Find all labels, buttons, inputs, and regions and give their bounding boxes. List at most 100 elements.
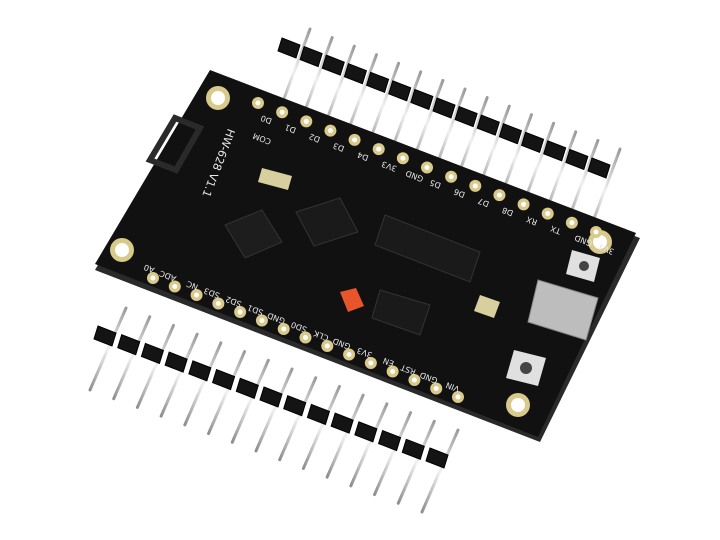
- header-block: [377, 429, 402, 452]
- header-pin: [420, 428, 460, 514]
- header-block: [410, 88, 434, 111]
- pin-hole: [472, 183, 478, 189]
- header-pin: [135, 323, 175, 409]
- header-pin: [88, 306, 128, 392]
- header-block: [117, 334, 141, 356]
- pin-hole: [593, 229, 599, 235]
- bottom-pin-label: EN: [382, 356, 396, 368]
- pin-hole: [303, 335, 308, 340]
- pin-hole: [455, 394, 461, 400]
- bottom-pin-label: NC: [185, 279, 199, 292]
- header-block: [259, 386, 283, 408]
- pcb-board: [95, 70, 636, 437]
- bottom-pin-header: [88, 306, 460, 514]
- top-pin-label: D7: [477, 196, 491, 208]
- header-pin: [349, 402, 389, 488]
- pin-hole: [376, 146, 382, 152]
- pin-hole: [400, 155, 406, 161]
- header-block: [388, 80, 412, 102]
- crystal-2: [474, 295, 500, 318]
- pin-hole: [150, 275, 156, 281]
- pin-hole: [259, 318, 265, 323]
- header-block: [188, 360, 212, 382]
- header-block: [235, 377, 259, 399]
- header-block: [543, 140, 567, 162]
- micro-usb-port: [527, 279, 599, 341]
- pin-hole: [545, 211, 551, 217]
- pin-hole: [411, 377, 417, 383]
- header-pin: [207, 350, 247, 436]
- mounting-hole: [593, 235, 607, 249]
- top-pin-label: TX: [549, 224, 563, 237]
- header-block: [211, 368, 236, 391]
- pin-hole: [327, 128, 333, 134]
- top-pin-label: D3: [332, 141, 346, 153]
- pin-hole: [390, 369, 396, 374]
- components: [145, 114, 600, 386]
- header-block: [93, 325, 117, 347]
- flash-chip: [295, 197, 359, 247]
- pin-hole: [569, 220, 575, 226]
- header-block: [454, 105, 478, 128]
- top-pin-label: D8: [501, 205, 515, 217]
- pin-hole: [448, 174, 454, 180]
- pin-hole: [215, 301, 221, 306]
- pin-hole: [496, 192, 502, 198]
- header-block: [321, 54, 345, 76]
- top-pin-label: D4: [356, 150, 370, 162]
- flash-button-cap: [579, 261, 589, 271]
- top-pin-label: D2: [308, 132, 322, 144]
- header-block: [476, 114, 500, 136]
- reset-button-cap: [520, 362, 532, 374]
- pin-hole: [324, 343, 330, 349]
- mounting-hole: [115, 243, 129, 257]
- pin-hole: [521, 201, 527, 207]
- header-pin: [373, 411, 413, 497]
- header-block: [299, 45, 323, 68]
- pin-hole: [433, 386, 439, 391]
- header-block: [401, 438, 425, 460]
- top-pin-label: D6: [453, 187, 467, 199]
- pin-hole: [303, 118, 309, 124]
- orange-jumper: [340, 288, 364, 312]
- header-pin: [183, 341, 223, 427]
- crystal: [258, 168, 292, 190]
- pin-hole: [281, 326, 287, 332]
- esp-chip: [224, 209, 283, 259]
- header-block: [587, 157, 611, 179]
- header-pin: [112, 315, 152, 401]
- pin-hole: [255, 100, 261, 106]
- header-block: [330, 412, 354, 434]
- header-block: [520, 131, 545, 153]
- pin-pads: [147, 97, 602, 403]
- pin-hole: [194, 292, 200, 298]
- header-pin: [254, 367, 294, 453]
- pin-hole: [279, 109, 285, 115]
- pin-hole: [424, 165, 430, 170]
- header-block: [164, 351, 188, 373]
- pin-hole: [237, 309, 243, 315]
- pin-hole: [368, 360, 374, 366]
- header-block: [565, 148, 589, 171]
- header-block: [498, 123, 523, 145]
- antenna-trace: [145, 114, 205, 174]
- pin-hole: [346, 352, 352, 357]
- header-pin: [278, 376, 318, 462]
- pin-hole: [172, 284, 178, 289]
- pin-hole: [352, 137, 358, 143]
- bottom-pin-label: A0: [143, 262, 156, 274]
- top-pin-label: D5: [428, 178, 442, 190]
- header-block: [140, 342, 165, 365]
- header-pin: [325, 393, 365, 479]
- header-block: [343, 63, 368, 85]
- top-pin-label: RX: [525, 214, 539, 227]
- header-block: [277, 37, 301, 59]
- header-pin: [396, 419, 436, 505]
- mounting-hole: [211, 91, 225, 105]
- header-block: [425, 447, 449, 469]
- top-pin-label: D1: [284, 122, 298, 134]
- header-block: [354, 421, 378, 443]
- usb-serial-chip: [374, 214, 481, 283]
